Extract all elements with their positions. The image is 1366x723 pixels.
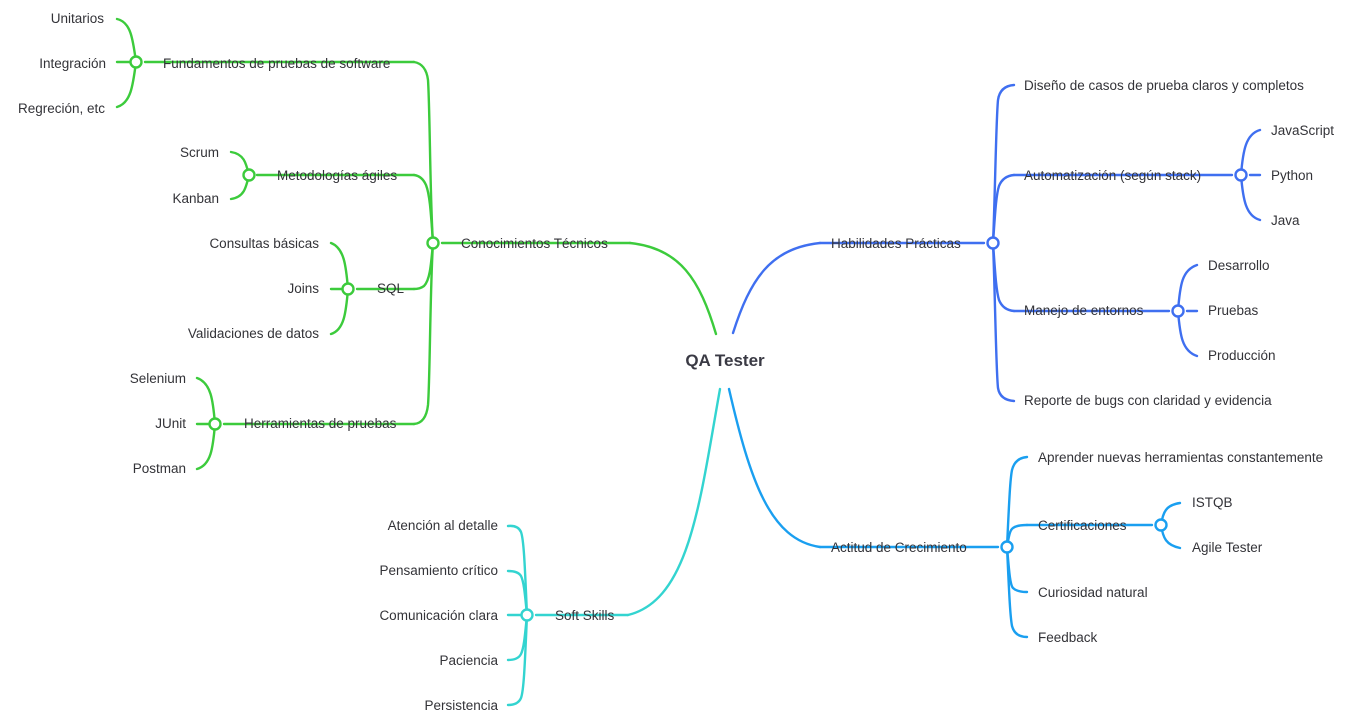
sql-node[interactable]: [341, 282, 355, 296]
connector-nodes: [129, 55, 1248, 622]
practicas-to-entornos: [991, 241, 1016, 313]
persistencia-topic[interactable]: Persistencia: [424, 698, 498, 713]
soft-node[interactable]: [520, 608, 534, 622]
herramientas-to-selenium: [195, 376, 217, 426]
tech-to-fundamentos-line: [412, 60, 435, 245]
java-topic[interactable]: Java: [1271, 213, 1300, 228]
root-to-actitud-line: [727, 387, 822, 549]
actitud-to-aprender: [1005, 455, 1029, 549]
unitarios-topic[interactable]: Unitarios: [50, 11, 104, 26]
diseno-topic[interactable]: Diseño de casos de prueba claros y compl…: [1024, 78, 1304, 93]
agile-tester-topic[interactable]: Agile Tester: [1192, 540, 1263, 555]
sql-topic[interactable]: SQL: [377, 281, 405, 296]
tech-branch-lines: [115, 17, 718, 471]
tech-to-agiles-line: [412, 173, 435, 245]
automatizacion-to-java: [1239, 173, 1262, 222]
fundamentos-to-unitarios: [115, 17, 138, 64]
automatizacion-topic[interactable]: Automatización (según stack): [1024, 168, 1202, 183]
pensamiento-topic[interactable]: Pensamiento crítico: [379, 563, 498, 578]
istqb-topic[interactable]: ISTQB: [1192, 495, 1233, 510]
soft-to-persistencia: [506, 613, 529, 707]
root-topic[interactable]: QA Tester: [685, 351, 765, 370]
postman-topic[interactable]: Postman: [132, 461, 186, 476]
soft-to-pensamiento: [506, 569, 529, 617]
practicas-to-automatizacion: [991, 173, 1016, 245]
kanban-topic[interactable]: Kanban: [172, 191, 219, 206]
joins-topic[interactable]: Joins: [287, 281, 319, 296]
python-topic[interactable]: Python: [1271, 168, 1314, 183]
desarrollo-topic[interactable]: Desarrollo: [1208, 258, 1270, 273]
tech-node[interactable]: [426, 236, 440, 250]
practicas-node[interactable]: [986, 236, 1000, 250]
automatizacion-node[interactable]: [1234, 168, 1248, 182]
tech-topic[interactable]: Conocimientos Técnicos: [461, 236, 608, 251]
selenium-topic[interactable]: Selenium: [129, 371, 186, 386]
agiles-topic[interactable]: Metodologías ágiles: [277, 168, 398, 183]
soft-to-atencion: [506, 524, 529, 617]
scrum-topic[interactable]: Scrum: [179, 145, 219, 160]
paciencia-topic[interactable]: Paciencia: [439, 653, 498, 668]
entornos-node[interactable]: [1171, 304, 1185, 318]
integracion-topic[interactable]: Integración: [39, 56, 106, 71]
practicas-to-reporte: [991, 241, 1016, 403]
soft-topic[interactable]: Soft Skills: [555, 608, 615, 623]
certificaciones-topic[interactable]: Certificaciones: [1038, 518, 1127, 533]
produccion-topic[interactable]: Producción: [1208, 348, 1276, 363]
comunicacion-topic[interactable]: Comunicación clara: [379, 608, 498, 623]
herramientas-topic[interactable]: Herramientas de pruebas: [244, 416, 397, 431]
consultas-topic[interactable]: Consultas básicas: [209, 236, 319, 251]
fundamentos-node[interactable]: [129, 55, 143, 69]
sql-to-validaciones: [329, 287, 350, 336]
feedback-topic[interactable]: Feedback: [1038, 630, 1098, 645]
root-to-soft-line: [626, 387, 722, 617]
agiles-node[interactable]: [242, 168, 256, 182]
actitud-node[interactable]: [1000, 540, 1014, 554]
sql-to-consultas: [329, 241, 350, 291]
aprender-topic[interactable]: Aprender nuevas herramientas constanteme…: [1038, 450, 1324, 465]
tech-to-herramientas-line: [412, 241, 435, 426]
actitud-to-certificaciones: [1005, 523, 1029, 549]
reporte-topic[interactable]: Reporte de bugs con claridad y evidencia: [1024, 393, 1272, 408]
atencion-topic[interactable]: Atención al detalle: [387, 518, 498, 533]
entornos-topic[interactable]: Manejo de entornos: [1024, 303, 1144, 318]
practicas-to-diseno: [991, 83, 1016, 245]
herramientas-node[interactable]: [208, 417, 222, 431]
automatizacion-to-javascript: [1239, 128, 1262, 177]
validaciones-topic[interactable]: Validaciones de datos: [187, 326, 319, 341]
herramientas-to-postman: [195, 422, 217, 471]
entornos-to-desarrollo: [1176, 263, 1199, 313]
fundamentos-topic[interactable]: Fundamentos de pruebas de software: [163, 56, 391, 71]
pruebas-topic[interactable]: Pruebas: [1208, 303, 1259, 318]
root-to-practicas-line: [731, 241, 822, 335]
curiosidad-topic[interactable]: Curiosidad natural: [1038, 585, 1148, 600]
practicas-topic[interactable]: Habilidades Prácticas: [831, 236, 961, 251]
tech-to-sql-line: [412, 241, 435, 291]
actitud-topic[interactable]: Actitud de Crecimiento: [831, 540, 967, 555]
javascript-topic[interactable]: JavaScript: [1271, 123, 1335, 138]
certificaciones-node[interactable]: [1154, 518, 1168, 532]
entornos-to-produccion: [1176, 309, 1199, 358]
actitud-branch-lines: [727, 387, 1182, 639]
fundamentos-to-regrecion: [115, 60, 138, 109]
junit-topic[interactable]: JUnit: [155, 416, 186, 431]
root-to-tech-line: [628, 241, 718, 336]
regrecion-topic[interactable]: Regreción, etc: [17, 101, 105, 116]
actitud-to-feedback: [1005, 545, 1029, 639]
soft-branch-lines: [506, 387, 722, 707]
